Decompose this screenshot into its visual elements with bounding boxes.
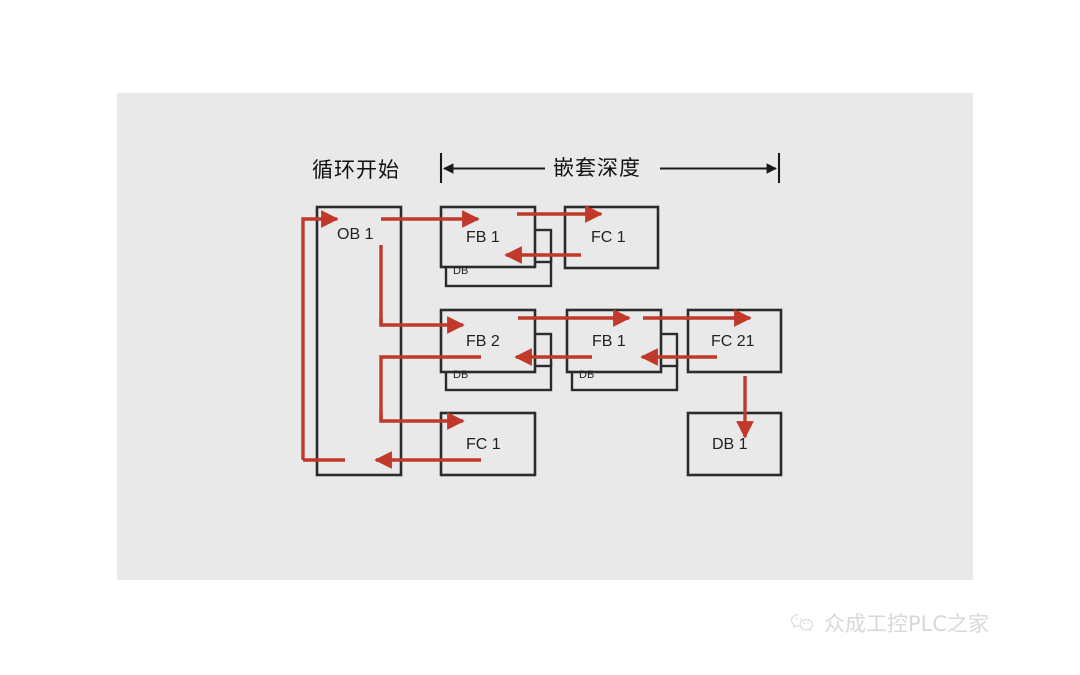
heading-cycle-start: 循环开始 [312,158,400,182]
db-label-fb1-mid: DB [579,369,595,381]
block-label-fb2-mid[interactable]: FB 2 [466,333,500,350]
block-label-fc1-bot[interactable]: FC 1 [466,436,501,453]
block-label-fb1-top[interactable]: FB 1 [466,229,500,246]
watermark: 众成工控PLC之家 [789,608,989,638]
wechat-icon [790,613,814,632]
block-label-fc21-mid[interactable]: FC 21 [711,333,755,350]
watermark-text: 众成工控PLC之家 [824,612,990,636]
diagram-canvas-panel [117,93,973,580]
block-label-ob1[interactable]: OB 1 [337,226,374,243]
block-label-db1-bot[interactable]: DB 1 [712,436,748,453]
db-label-fb1-top: DB [453,265,469,277]
block-label-fc1-top[interactable]: FC 1 [591,229,626,246]
db-label-fb2-mid: DB [453,369,469,381]
block-label-fb1-mid[interactable]: FB 1 [592,333,626,350]
heading-nesting-depth: 嵌套深度 [553,156,641,180]
